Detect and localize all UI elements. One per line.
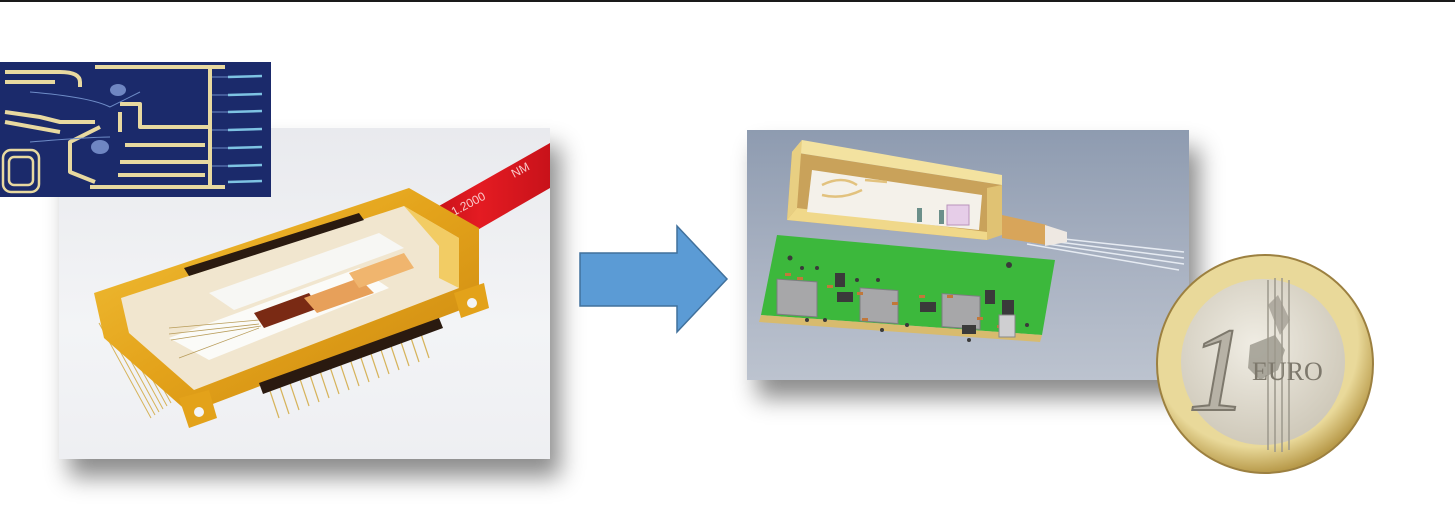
circuit-traces-illustration (1, 65, 263, 194)
coin-label: EURO (1252, 357, 1323, 386)
cad-render-photo (747, 130, 1189, 380)
gold-package-illustration: 1.2000 NM (94, 143, 550, 428)
module-render-illustration (759, 140, 1185, 342)
euro-coin-image: 1 EURO (1156, 254, 1374, 474)
slide-top-border (0, 0, 1455, 2)
coin-value: 1 (1188, 303, 1248, 436)
right-arrow-icon (579, 224, 729, 334)
package-photo: 1.2000 NM (59, 128, 550, 459)
chip-layout-photo (0, 62, 271, 197)
